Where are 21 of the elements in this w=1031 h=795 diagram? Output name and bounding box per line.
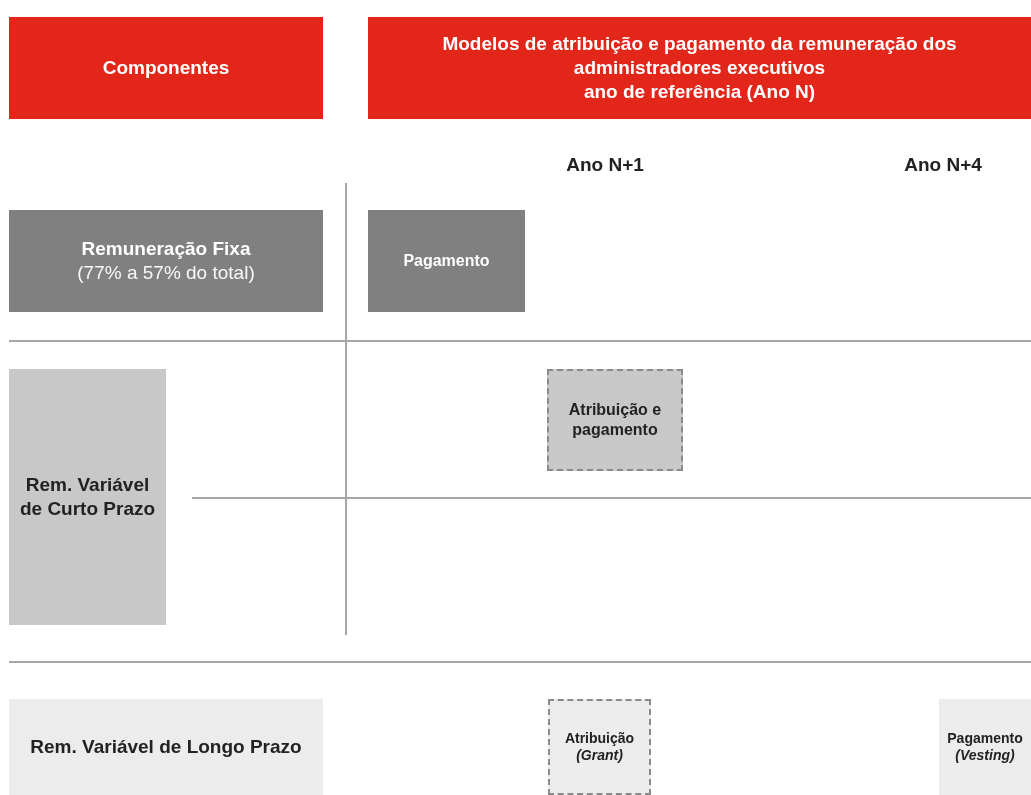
box-text: Rem. Variável de Curto Prazo bbox=[18, 473, 157, 521]
dashed-box bbox=[547, 369, 683, 471]
box-text: (77% a 57% do total) bbox=[77, 261, 255, 285]
component-box bbox=[9, 210, 323, 312]
column-heading: Ano N+1 bbox=[566, 154, 644, 176]
component-box bbox=[368, 210, 525, 312]
dashed-box bbox=[548, 699, 651, 795]
box-text: Pagamento bbox=[403, 251, 490, 271]
component-box bbox=[368, 17, 1031, 119]
box-text: Rem. Variável de Longo Prazo bbox=[30, 735, 302, 759]
box-text: ano de referência (Ano N) bbox=[583, 79, 816, 104]
component-box bbox=[9, 17, 323, 119]
box-text: (Vesting) bbox=[955, 747, 1015, 765]
column-heading: Ano N+4 bbox=[904, 154, 982, 176]
box-text: Componentes bbox=[102, 56, 230, 80]
box-text: (Grant) bbox=[576, 747, 623, 765]
box-text: Atribuição e pagamento bbox=[567, 400, 663, 440]
box-text: Pagamento bbox=[947, 729, 1023, 747]
box-text: Remuneração Fixa bbox=[81, 237, 251, 261]
component-box bbox=[9, 369, 166, 625]
box-text: Atribuição bbox=[564, 729, 635, 747]
